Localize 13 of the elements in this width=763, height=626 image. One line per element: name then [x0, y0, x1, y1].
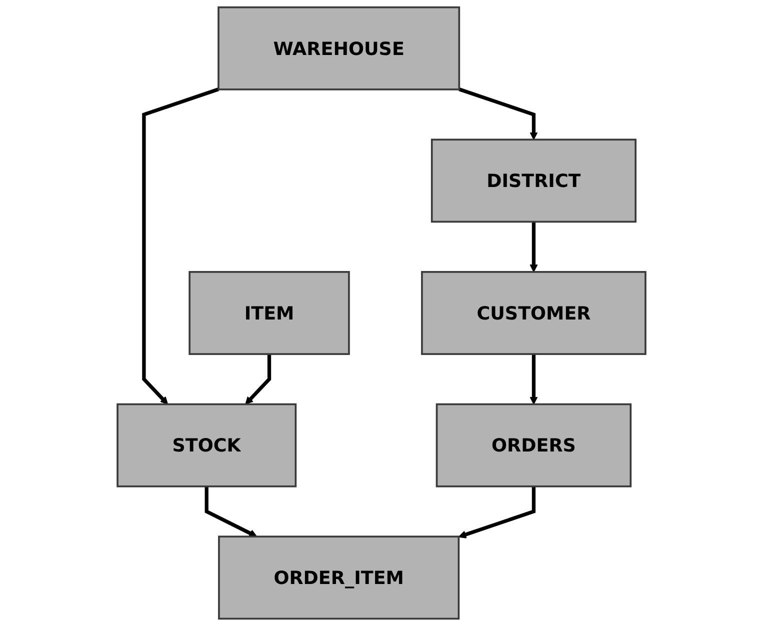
node-box: ORDER_ITEM: [218, 536, 460, 620]
node-box: CUSTOMER: [421, 271, 646, 355]
arrow: [142, 88, 220, 405]
arrow: [458, 88, 538, 140]
node-box: DISTRICT: [430, 138, 636, 223]
arrow: [245, 354, 272, 405]
arrow: [530, 354, 538, 405]
arrow: [458, 486, 536, 538]
node-box: ORDERS: [436, 403, 632, 488]
arrow: [204, 486, 258, 537]
arrow: [530, 222, 538, 272]
node-box: WAREHOUSE: [218, 6, 460, 90]
node-box: ITEM: [188, 271, 350, 355]
